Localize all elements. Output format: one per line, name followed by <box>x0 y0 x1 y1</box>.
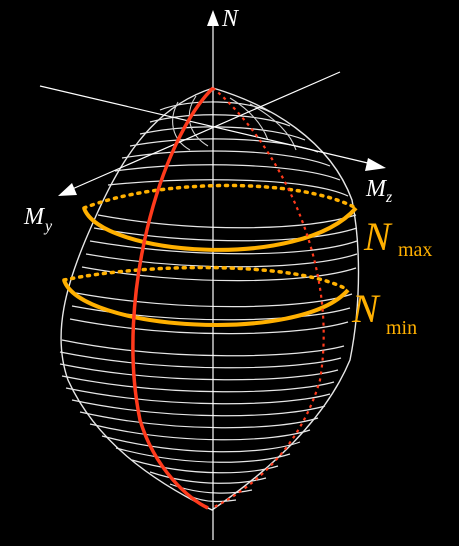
my-axis-subscript: y <box>43 218 53 235</box>
cap-contour <box>250 104 296 150</box>
mesh-contour <box>62 376 334 392</box>
n-axis-arrow-icon <box>207 10 219 26</box>
nmax-level-front <box>84 208 356 250</box>
mesh-contour <box>82 267 356 281</box>
mesh-contour <box>86 254 357 267</box>
mesh-contour <box>90 424 310 440</box>
mz-axis-arrow-icon <box>365 158 386 171</box>
mesh-contour <box>60 352 341 368</box>
mesh-contour <box>66 388 330 404</box>
nmax-label: N <box>363 214 393 259</box>
mesh-contour <box>80 412 318 428</box>
surface-mesh <box>60 102 357 502</box>
nmin-subscript: min <box>386 317 417 339</box>
mesh-contour <box>60 364 338 380</box>
mesh-contour <box>72 400 325 416</box>
nmax-subscript: max <box>398 239 432 261</box>
mesh-contour <box>62 340 344 356</box>
mesh-contour <box>115 165 340 180</box>
mesh-contour <box>102 436 300 452</box>
my-axis-arrow-icon <box>58 183 77 196</box>
mesh-contour <box>130 139 318 152</box>
mesh-contour <box>98 215 356 228</box>
nmin-level-front <box>64 280 348 325</box>
nmin-label: N <box>351 286 381 331</box>
mz-axis-label: M <box>365 176 388 202</box>
mz-axis-subscript: z <box>385 189 393 206</box>
mesh-contour <box>76 293 352 307</box>
n-axis-label: N <box>221 6 240 32</box>
my-axis-label: M <box>23 204 46 230</box>
nmax-level-back <box>84 186 356 209</box>
